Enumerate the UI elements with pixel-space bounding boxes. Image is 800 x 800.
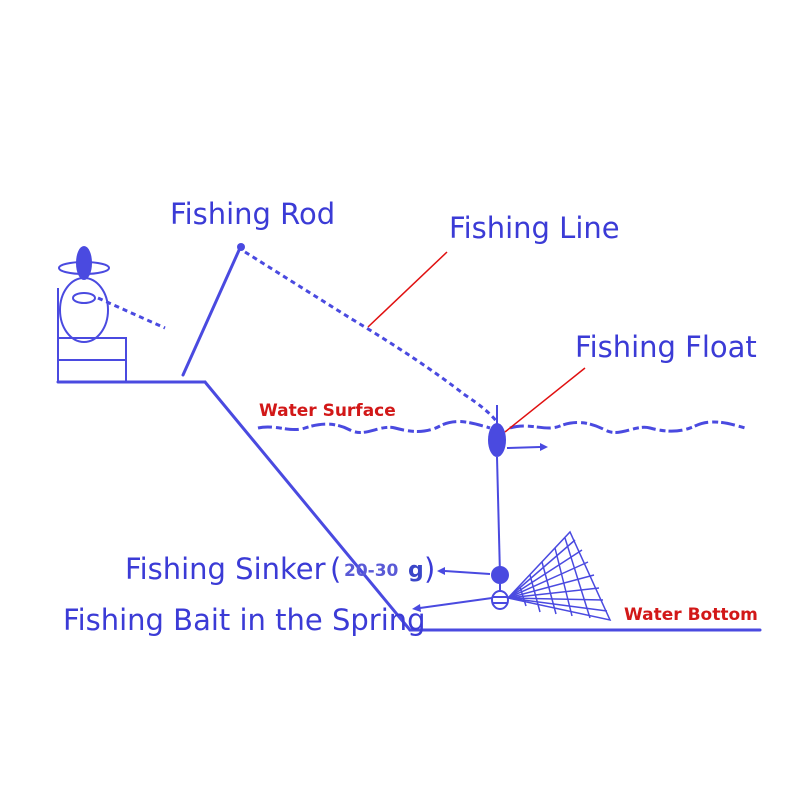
label-water-surface: Water Surface [259, 401, 396, 421]
label-fishing-bait: Fishing Bait in the Spring [63, 603, 426, 637]
sinker-weight-value: 20-30 [344, 561, 399, 581]
sinker-weight-unit: g [408, 558, 424, 583]
sinker-arrow [444, 570, 491, 575]
bank-slope [203, 380, 412, 632]
angler-bench-base [57, 359, 127, 383]
label-fishing-sinker: Fishing Sinker [125, 552, 326, 586]
fishing-sinker [491, 566, 509, 584]
rod-tip [237, 243, 245, 251]
line-leader [367, 251, 448, 328]
fishing-float [488, 405, 548, 457]
angler-hat-brim [58, 261, 110, 275]
label-fishing-float: Fishing Float [575, 330, 757, 364]
main-line-vertical [496, 456, 501, 576]
bait-arrow [419, 597, 493, 609]
bait-arrow-head [412, 604, 421, 612]
water-surface-line [257, 420, 746, 434]
sinker-arrow-head [437, 567, 445, 575]
label-fishing-rod: Fishing Rod [170, 197, 335, 231]
fishing-rod [181, 246, 242, 377]
ground-profile [56, 380, 762, 632]
fishing-line [244, 250, 499, 423]
angler-figure [57, 246, 166, 383]
float-body [488, 423, 506, 457]
sinker-weight-open: ( [330, 552, 341, 586]
angler-body [59, 277, 109, 343]
label-fishing-line: Fishing Line [449, 211, 620, 245]
angler-reel [72, 292, 96, 304]
label-water-bottom: Water Bottom [624, 605, 758, 625]
float-leader [504, 367, 586, 433]
sinker-weight-close: ) [424, 552, 435, 586]
hook-net-fan [506, 530, 612, 622]
float-arrow-head [540, 443, 548, 451]
float-arrow [506, 446, 541, 449]
bait-spring [491, 590, 509, 610]
angler-rod-handle [97, 296, 166, 330]
